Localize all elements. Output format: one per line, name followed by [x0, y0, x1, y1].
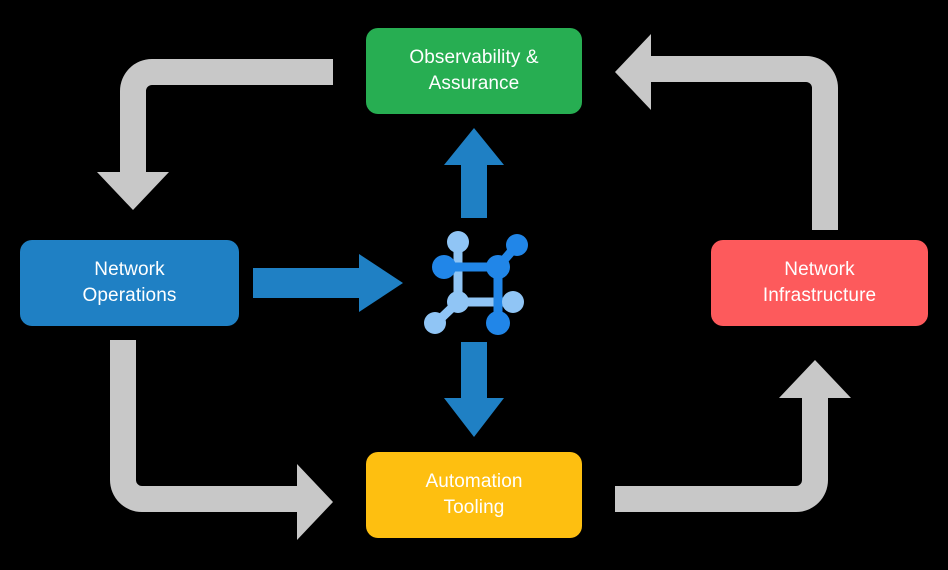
node-box-observability[interactable]: Observability & Assurance	[366, 28, 582, 114]
topology-node	[486, 255, 510, 279]
topology-node	[486, 311, 510, 335]
connector-automation-to-netinfra	[615, 360, 851, 512]
topology-node	[447, 231, 469, 253]
node-label-network-operations: Network Operations	[82, 259, 177, 306]
network-topology-icon	[424, 231, 528, 335]
connector-center-to-observability	[444, 128, 504, 218]
connector-observability-to-netops	[97, 59, 333, 210]
connector-center-to-automation	[444, 342, 504, 437]
connector-netops-to-automation	[110, 340, 333, 540]
node-label-automation-tooling: Automation Tooling	[425, 471, 523, 518]
topology-node	[506, 234, 528, 256]
topology-node	[502, 291, 524, 313]
topology-node	[447, 291, 469, 313]
node-box-network-operations[interactable]: Network Operations	[20, 240, 239, 326]
node-box-network-infrastructure[interactable]: Network Infrastructure	[711, 240, 928, 326]
topology-node	[424, 312, 446, 334]
node-box-automation-tooling[interactable]: Automation Tooling	[366, 452, 582, 538]
node-label-network-infrastructure: Network Infrastructure	[762, 259, 877, 306]
node-label-observability: Observability & Assurance	[409, 47, 539, 94]
connector-netops-to-center	[253, 254, 403, 312]
topology-node	[432, 255, 456, 279]
